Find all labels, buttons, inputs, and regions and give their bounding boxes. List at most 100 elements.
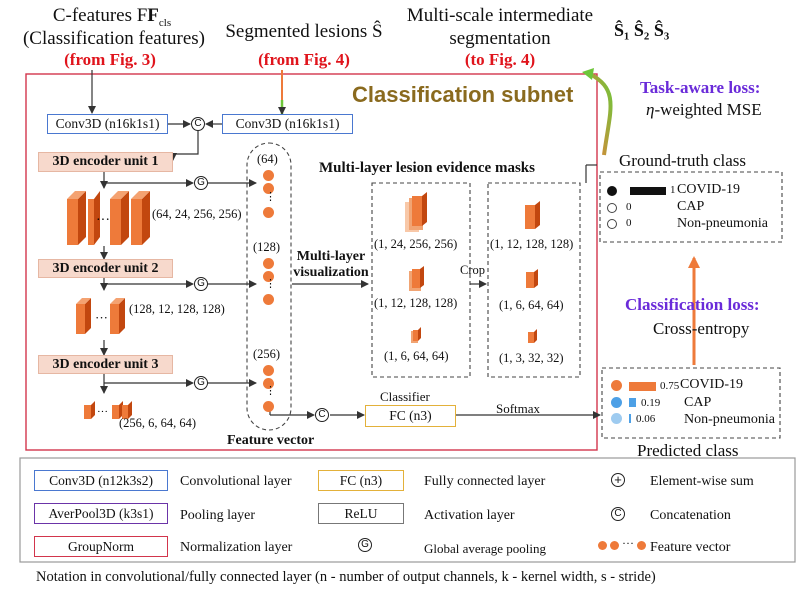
pred-value-cap: 0.19 bbox=[641, 397, 661, 409]
masks-title: Multi-layer lesion evidence masks bbox=[319, 160, 535, 176]
encoder-unit-3: 3D encoder unit 3 bbox=[38, 355, 173, 374]
legend-fv-desc: Feature vector bbox=[650, 540, 731, 555]
legend-concat-icon: C bbox=[611, 507, 625, 521]
pred-label-non: Non-pneumonia bbox=[684, 412, 775, 427]
concat-to-enc1 bbox=[169, 131, 199, 161]
cfeat-ref: (from Fig. 3) bbox=[64, 50, 156, 69]
legend-relu-box: ReLU bbox=[318, 503, 404, 524]
gt-value-cap: 0 bbox=[626, 201, 632, 213]
concat-icon-fc: C bbox=[315, 408, 329, 422]
legend-conv-box: Conv3D (n12k3s2) bbox=[34, 470, 168, 491]
seg-ref: (from Fig. 4) bbox=[258, 50, 350, 69]
feat-256-label: (256) bbox=[253, 347, 281, 361]
mask-b1-label: (1, 12, 128, 128) bbox=[490, 237, 574, 251]
gap-icon-3: G bbox=[194, 376, 208, 390]
legend-sum-desc: Element-wise sum bbox=[650, 474, 754, 489]
fv-dot bbox=[263, 294, 274, 305]
legend-concat-desc: Concatenation bbox=[650, 508, 731, 523]
concat-icon: C bbox=[191, 117, 205, 131]
legend-sum-icon: + bbox=[611, 473, 625, 487]
legend-gap-desc: Global average pooling bbox=[424, 541, 547, 556]
mask-box-right bbox=[487, 182, 581, 378]
pred-label-cap: CAP bbox=[684, 395, 712, 410]
enc2-dims: (128, 12, 128, 128) bbox=[129, 302, 225, 316]
s-hats: Ŝ₁ Ŝ₂ Ŝ₃ bbox=[614, 20, 670, 40]
task-aware-curve bbox=[589, 72, 613, 156]
legend-pool-desc: Pooling layer bbox=[180, 508, 256, 523]
feat-64-label: (64) bbox=[257, 152, 278, 166]
mask-b3-label: (1, 3, 32, 32) bbox=[499, 351, 564, 365]
legend-gn-desc: Normalization layer bbox=[180, 540, 293, 555]
pred-value-non: 0.06 bbox=[636, 413, 656, 425]
legend-conv-desc: Convolutional layer bbox=[180, 474, 292, 489]
classification-subnet-frame bbox=[25, 73, 598, 451]
mask-a2-label: (1, 12, 128, 128) bbox=[374, 296, 458, 310]
multi-title-2: segmentation bbox=[449, 28, 551, 49]
gt-radio-cap bbox=[607, 203, 617, 213]
fv-dot bbox=[263, 365, 274, 376]
pred-label-covid: COVID-19 bbox=[680, 377, 743, 392]
gap-icon-2: G bbox=[194, 277, 208, 291]
fv-dot bbox=[263, 378, 274, 389]
mask-b2-label: (1, 6, 64, 64) bbox=[499, 298, 564, 312]
fv-ellipsis: ⋮ bbox=[265, 191, 276, 203]
gt-value-non: 0 bbox=[626, 217, 632, 229]
legend-fv-ellipsis: ··· bbox=[622, 536, 634, 550]
gt-title: Ground-truth class bbox=[619, 151, 747, 170]
fv-dot bbox=[263, 271, 274, 282]
cfeat-subtitle: (Classification features) bbox=[22, 28, 205, 49]
legend-fv-dot bbox=[598, 541, 607, 550]
task-loss-sub: η-weighted MSE bbox=[646, 100, 762, 119]
legend-fv-dot bbox=[637, 541, 646, 550]
legend-gap-icon: G bbox=[358, 538, 372, 552]
classifier-label: Classifier bbox=[380, 389, 430, 404]
pred-radio-non bbox=[611, 413, 622, 424]
encoder-unit-2: 3D encoder unit 2 bbox=[38, 259, 173, 278]
gap-icon-1: G bbox=[194, 176, 208, 190]
pred-radio-cap bbox=[611, 397, 622, 408]
legend-frame bbox=[19, 457, 796, 563]
gt-label-non: Non-pneumonia bbox=[677, 216, 768, 231]
cls-loss-sub: Cross-entropy bbox=[653, 319, 750, 338]
mask-a1-label: (1, 24, 256, 256) bbox=[374, 237, 458, 251]
fv-ellipsis: ⋮ bbox=[265, 385, 276, 397]
enc3-dims: (256, 6, 64, 64) bbox=[119, 416, 197, 430]
softmax-label: Softmax bbox=[496, 401, 541, 416]
fv-ellipsis: ⋮ bbox=[265, 278, 276, 290]
pred-title: Predicted class bbox=[637, 441, 739, 460]
fv-dot bbox=[263, 258, 274, 269]
mask-box-left bbox=[371, 182, 471, 378]
feature-vector-label: Feature vector bbox=[227, 433, 315, 448]
pred-value-covid: 0.75 bbox=[660, 380, 680, 392]
gt-radio-non bbox=[607, 219, 617, 229]
predicted-box bbox=[601, 367, 781, 439]
task-loss-title: Task-aware loss: bbox=[640, 78, 761, 97]
feat-128-label: (128) bbox=[253, 240, 281, 254]
pred-radio-covid bbox=[611, 380, 622, 391]
fv-dot bbox=[263, 170, 274, 181]
legend-gn-box: GroupNorm bbox=[34, 536, 168, 557]
legend-fv-dot bbox=[610, 541, 619, 550]
multi-ref: (to Fig. 4) bbox=[464, 50, 536, 69]
enc1-dims: (64, 24, 256, 256) bbox=[152, 207, 242, 221]
mlv-line2: visualization bbox=[293, 265, 369, 280]
seg-title: Segmented lesions Ŝ bbox=[225, 21, 383, 42]
ground-truth-box bbox=[599, 171, 783, 243]
subnet-title: Classification subnet bbox=[352, 82, 574, 107]
cfeat-title: C-features FFcls bbox=[52, 5, 172, 29]
mask-a3-label: (1, 6, 64, 64) bbox=[384, 349, 449, 363]
fv-dot bbox=[263, 401, 274, 412]
gt-label-cap: CAP bbox=[677, 199, 705, 214]
multi-title-1: Multi-scale intermediate bbox=[406, 5, 594, 26]
gt-label-covid: COVID-19 bbox=[677, 182, 740, 197]
cls-loss-title: Classification loss: bbox=[625, 295, 760, 314]
fc-layer: FC (n3) bbox=[365, 405, 456, 427]
fv-dot bbox=[263, 207, 274, 218]
legend-fc-desc: Fully connected layer bbox=[424, 474, 546, 489]
mlv-line1: Multi-layer bbox=[296, 249, 366, 264]
legend-fc-box: FC (n3) bbox=[318, 470, 404, 491]
conv-right: Conv3D (n16k1s1) bbox=[222, 114, 353, 134]
legend-pool-box: AverPool3D (k3s1) bbox=[34, 503, 168, 524]
feature-vector-capsule bbox=[246, 142, 292, 431]
